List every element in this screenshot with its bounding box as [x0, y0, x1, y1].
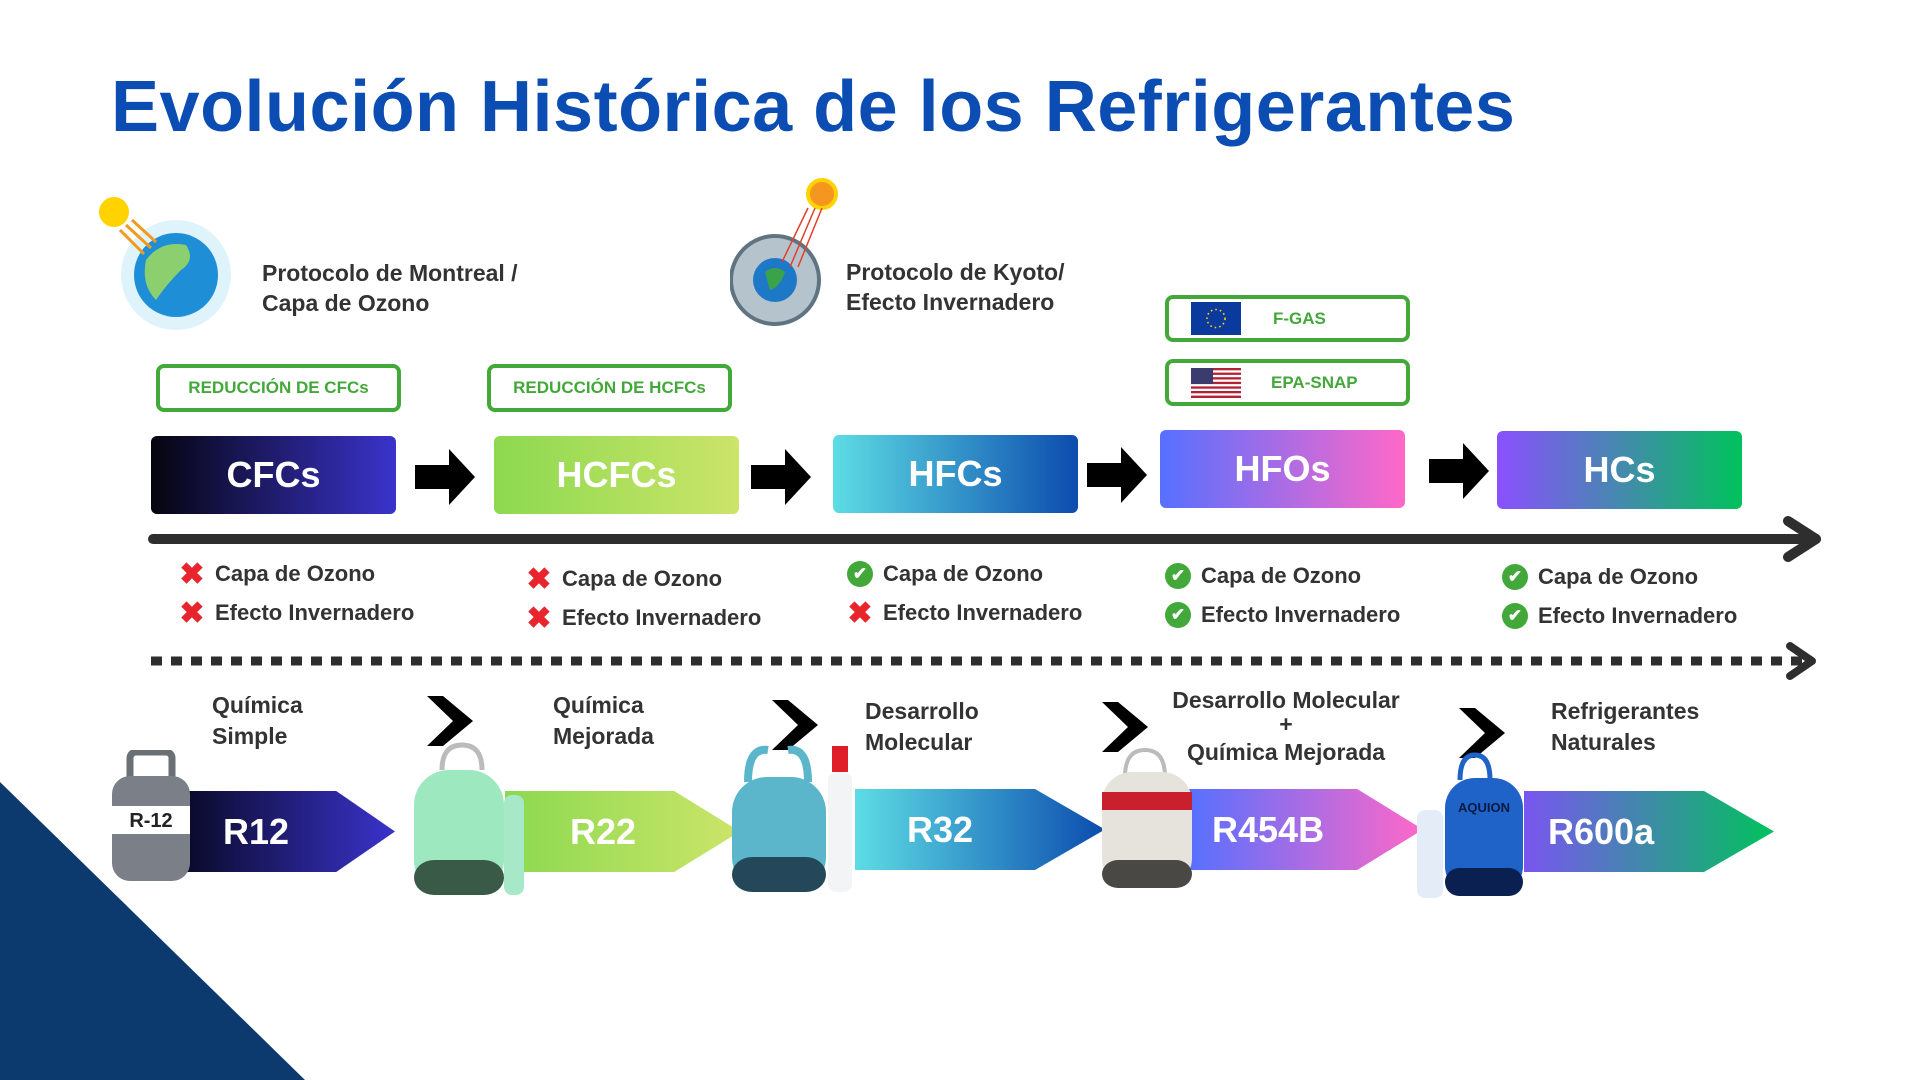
arrow-right-icon: [1429, 443, 1489, 499]
refrigerant-name: R22: [570, 810, 637, 852]
eu-flag-icon: [1191, 302, 1241, 335]
category-cfcs: CFCs: [151, 436, 396, 514]
arrow-right-icon: [751, 449, 811, 505]
refrigerant-name: R600a: [1548, 810, 1655, 852]
arrow-right-icon: [1087, 447, 1147, 503]
desc-line: Química Mejorada: [1186, 739, 1386, 765]
impact-label: Capa de Ozono: [883, 561, 1044, 586]
r12-cylinder-icon: R-12: [112, 750, 190, 881]
impact-label: Efecto Invernadero: [883, 600, 1083, 625]
reduction-hcfcs-badge: REDUCCIÓN DE HCFCs: [487, 364, 732, 412]
category-hcfcs: HCFCs: [494, 436, 739, 514]
refrigerant-r454b-banner: R454B: [1188, 789, 1423, 870]
cross-icon: ✖: [526, 562, 552, 596]
impact-greenhouse-row: ✖ Efecto Invernadero: [179, 596, 415, 630]
check-icon: ✔: [1165, 563, 1191, 589]
desc-line: +: [1279, 711, 1293, 737]
impact-greenhouse-row: ✔ Efecto Invernadero: [1502, 603, 1737, 629]
r32-cylinder-icon: [732, 745, 852, 892]
check-icon: ✔: [1502, 564, 1528, 590]
desc-line: Química: [212, 692, 303, 718]
chevron-right-icon: [427, 696, 473, 746]
category-hfcs: HFCs: [833, 435, 1078, 513]
impact-label: Capa de Ozono: [1201, 563, 1362, 588]
impact-ozone-row: ✖ Capa de Ozono: [179, 557, 376, 591]
check-icon: ✔: [1165, 602, 1191, 628]
fgas-badge: F-GAS: [1165, 295, 1410, 342]
chevron-right-icon: [1459, 708, 1505, 758]
impact-greenhouse-row: ✔ Efecto Invernadero: [1165, 602, 1400, 628]
reduction-cfcs-badge: REDUCCIÓN DE CFCs: [156, 364, 401, 412]
category-hfos: HFOs: [1160, 430, 1405, 508]
impact-label: Efecto Invernadero: [215, 600, 415, 625]
desc-line: Química: [553, 692, 644, 718]
category-hcs: HCs: [1497, 431, 1742, 509]
montreal-protocol-label: Protocolo de Montreal / Capa de Ozono: [262, 258, 518, 318]
refrigerant-r600a-banner: R600a: [1524, 791, 1774, 872]
desc-line: Naturales: [1551, 729, 1656, 755]
cross-icon: ✖: [526, 601, 552, 635]
impact-greenhouse-row: ✖ Efecto Invernadero: [847, 596, 1083, 630]
desc-line: Desarrollo Molecular: [1172, 687, 1400, 713]
impact-label: Efecto Invernadero: [1538, 603, 1738, 628]
protocol-line: Capa de Ozono: [262, 290, 430, 316]
ozone-earth-icon: [99, 197, 231, 330]
cylinder-label: R-12: [129, 810, 172, 832]
epa-snap-label: EPA-SNAP: [1271, 372, 1358, 392]
impact-ozone-row: ✔ Capa de Ozono: [1502, 564, 1698, 590]
impact-label: Efecto Invernadero: [562, 605, 762, 630]
refrigerant-name: R12: [223, 810, 290, 852]
greenhouse-earth-icon: [730, 178, 838, 326]
check-icon: ✔: [847, 561, 873, 587]
epa-snap-badge: EPA-SNAP: [1165, 359, 1410, 406]
refrigerant-r22-banner: R22: [505, 791, 740, 872]
page-title: Evolución Histórica de los Refrigerantes: [111, 67, 1516, 147]
chevron-right-icon: [1102, 702, 1148, 752]
r22-cylinder-icon: [414, 742, 524, 895]
timeline-arrow: [148, 516, 1821, 562]
kyoto-protocol-label: Protocolo de Kyoto/ Efecto Invernadero: [846, 257, 1065, 317]
cross-icon: ✖: [179, 557, 205, 591]
dotted-timeline-arrow: [151, 642, 1816, 680]
refrigerant-name: R32: [907, 808, 974, 850]
check-icon: ✔: [1502, 603, 1528, 629]
arrow-right-icon: [415, 449, 475, 505]
desc-line: Molecular: [865, 729, 973, 755]
fgas-label: F-GAS: [1273, 308, 1326, 328]
desc-line: Desarrollo: [865, 698, 979, 724]
protocol-line: Protocolo de Montreal /: [262, 260, 518, 286]
chevron-right-icon: [772, 700, 818, 750]
desc-line: Mejorada: [553, 723, 654, 749]
cross-icon: ✖: [847, 596, 873, 630]
desc-line: Simple: [212, 723, 288, 749]
impact-ozone-row: ✔ Capa de Ozono: [847, 561, 1043, 587]
r454b-cylinder-icon: [1102, 747, 1192, 888]
us-flag-icon: [1191, 367, 1241, 398]
impact-label: Capa de Ozono: [215, 561, 376, 586]
r600a-cylinder-icon: AQUION: [1417, 752, 1523, 898]
impact-ozone-row: ✔ Capa de Ozono: [1165, 563, 1361, 589]
protocol-line: Protocolo de Kyoto/: [846, 259, 1065, 285]
desc-line: Refrigerantes: [1551, 698, 1700, 724]
refrigerant-description: Desarrollo Molecular+Química Mejorada: [1155, 688, 1417, 764]
impact-label: Capa de Ozono: [562, 566, 723, 591]
cylinder-label: AQUION: [1458, 800, 1510, 815]
impact-greenhouse-row: ✖ Efecto Invernadero: [526, 601, 762, 635]
impact-label: Capa de Ozono: [1538, 564, 1699, 589]
refrigerant-r12-banner: R12: [185, 791, 395, 872]
protocol-line: Efecto Invernadero: [846, 289, 1055, 315]
refrigerant-name: R454B: [1212, 808, 1325, 850]
impact-label: Efecto Invernadero: [1201, 602, 1401, 627]
cross-icon: ✖: [179, 596, 205, 630]
impact-ozone-row: ✖ Capa de Ozono: [526, 562, 723, 596]
